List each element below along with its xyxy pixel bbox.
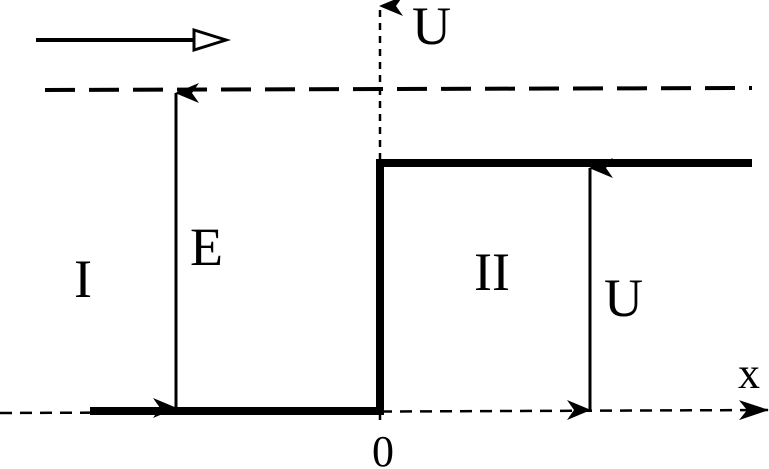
- x-axis-label: x: [738, 349, 760, 398]
- origin-label: 0: [372, 427, 394, 469]
- potential-step: [90, 159, 752, 415]
- u-axis-label: U: [412, 0, 451, 56]
- energy-level-line: [44, 86, 753, 92]
- region-1-label: I: [74, 249, 92, 309]
- incident-arrow: [36, 27, 232, 53]
- barrier-label: U: [604, 268, 643, 328]
- hollow-arrow-right-icon: [192, 27, 232, 53]
- region-2-label: II: [474, 242, 510, 302]
- energy-label: E: [190, 217, 223, 277]
